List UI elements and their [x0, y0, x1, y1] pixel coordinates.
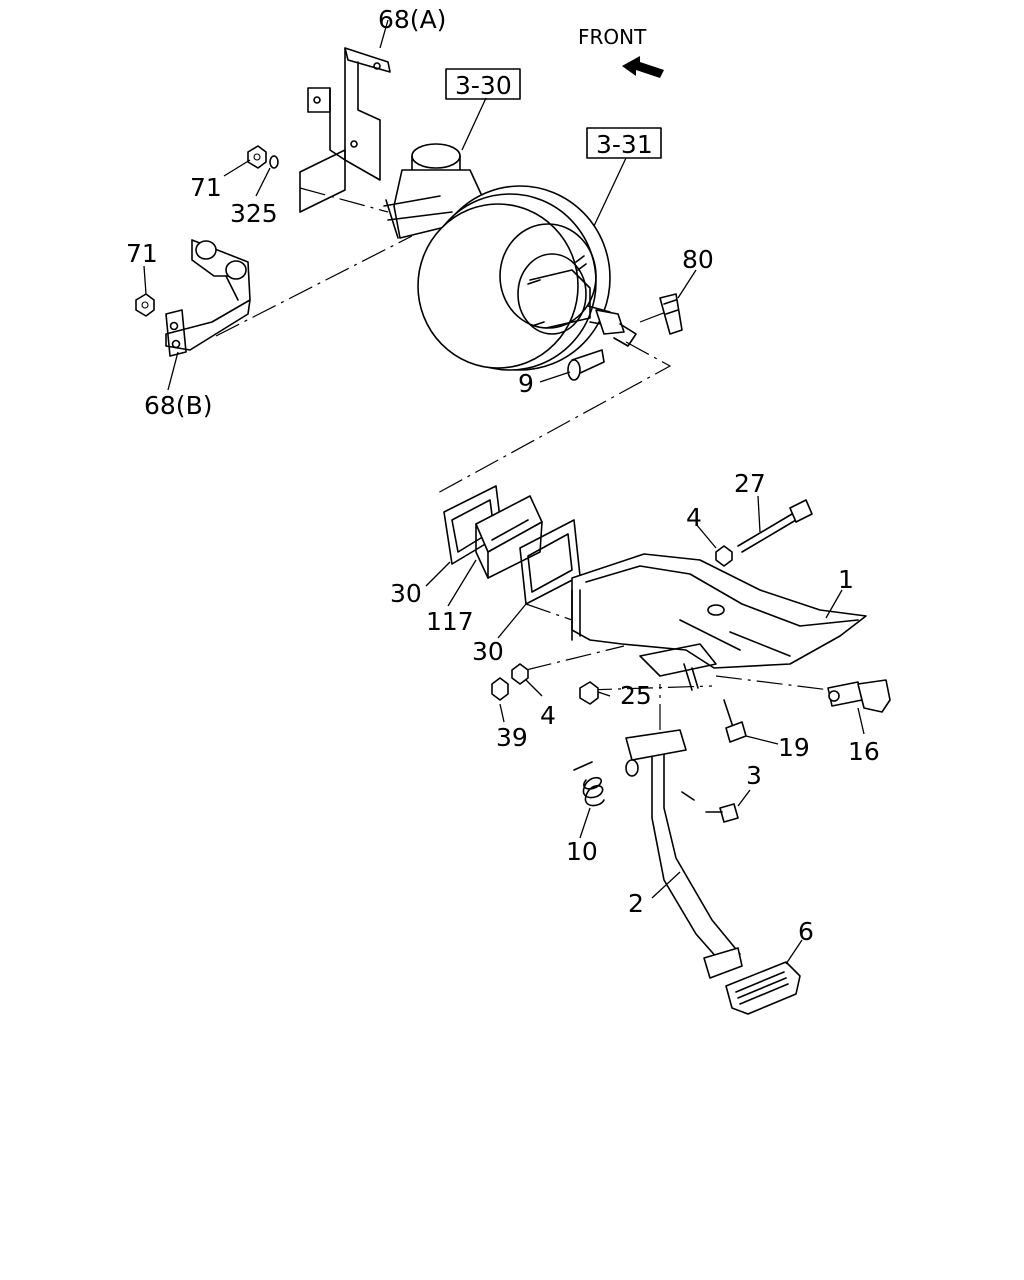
bracket-68b: [165, 239, 251, 357]
bracket-68a: [299, 47, 391, 213]
pedal-pad-6: [725, 961, 801, 1015]
label-25: 25: [620, 681, 652, 710]
label-9: 9: [518, 369, 534, 398]
label-325: 325: [230, 199, 278, 228]
label-71-left: 71: [126, 239, 158, 268]
nut-71-left: [135, 293, 155, 317]
bolt-27: [737, 499, 813, 553]
nut-4-top: [715, 545, 733, 567]
pedal-bracket-1: [571, 553, 867, 691]
nut-4-bottom: [511, 663, 529, 685]
label-3: 3: [746, 761, 762, 790]
label-117: 117: [426, 607, 474, 636]
label-27: 27: [734, 469, 766, 498]
nut-71-top: [247, 145, 267, 169]
washer-325: [269, 155, 279, 169]
spacer-117: [475, 495, 543, 579]
label-1: 1: [838, 565, 854, 594]
clip-80: [659, 293, 683, 335]
ref-box-3-30: [445, 68, 521, 100]
nut-25: [579, 681, 599, 705]
ref-box-3-31: [586, 127, 662, 159]
label-30-left: 30: [390, 579, 422, 608]
ref-3-30-label: 3-30: [455, 71, 512, 100]
label-19: 19: [778, 733, 810, 762]
label-4-bottom: 4: [540, 701, 556, 730]
nut-39: [491, 677, 509, 701]
screw-3: [705, 803, 739, 823]
brake-booster: [417, 185, 637, 371]
stop-lamp-switch-16: [827, 679, 891, 713]
label-39: 39: [496, 723, 528, 752]
clevis-pin-9: [567, 349, 605, 381]
return-spring-10: [573, 761, 605, 807]
label-4-top: 4: [686, 503, 702, 532]
front-label: FRONT: [578, 25, 647, 49]
label-71-top: 71: [190, 173, 222, 202]
bolt-19: [723, 699, 747, 743]
front-arrow-icon: [622, 56, 664, 78]
label-80: 80: [682, 245, 714, 274]
label-68b: 68(B): [144, 391, 212, 420]
label-2: 2: [628, 889, 644, 918]
label-6: 6: [798, 917, 814, 946]
label-10: 10: [566, 837, 598, 866]
label-68a: 68(A): [378, 5, 446, 34]
label-16: 16: [848, 737, 880, 766]
brake-pedal-arm-2: [625, 729, 743, 979]
label-30-right: 30: [472, 637, 504, 666]
ref-3-31-label: 3-31: [596, 130, 653, 159]
